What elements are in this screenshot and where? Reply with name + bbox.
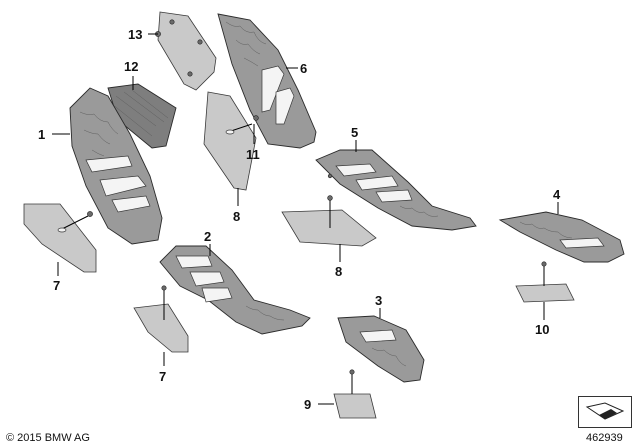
part-9-plate[interactable]	[333, 369, 377, 419]
part-10-plate[interactable]	[515, 261, 575, 303]
part-13-plate[interactable]	[155, 11, 217, 91]
callout-10: 10	[535, 322, 549, 337]
callout-7-lower: 7	[159, 369, 166, 384]
callout-6: 6	[300, 61, 307, 76]
callout-4: 4	[553, 187, 561, 202]
part-1-footboard[interactable]	[69, 87, 163, 245]
part-7-plate-lower[interactable]	[133, 285, 189, 353]
part-2-step-board[interactable]	[159, 245, 311, 335]
part-7-plate-left[interactable]	[23, 203, 97, 273]
copyright-text: © 2015 BMW AG	[6, 432, 90, 444]
callout-labels: 1 2 3 4 5 6 7 7 8 8 9 10 11 12 13	[38, 27, 561, 412]
callout-3: 3	[375, 293, 382, 308]
document-number: 462939	[586, 432, 623, 444]
part-11-bracket-plate[interactable]	[203, 91, 259, 191]
callout-11: 11	[246, 147, 260, 162]
part-8-plate-middle[interactable]	[281, 195, 377, 247]
leader-lines	[52, 33, 559, 405]
callout-8-upper: 8	[233, 209, 240, 224]
callout-2: 2	[204, 229, 211, 244]
callout-7-left: 7	[53, 278, 60, 293]
callout-1: 1	[38, 127, 45, 142]
callout-8-middle: 8	[335, 264, 342, 279]
part-6-footboard[interactable]	[217, 13, 317, 149]
part-5-step-board[interactable]	[315, 149, 477, 231]
part-4-step-board[interactable]	[498, 211, 625, 263]
callout-13: 13	[128, 27, 142, 42]
page-corner-arrow-icon[interactable]	[578, 396, 632, 428]
part-3-step-board[interactable]	[337, 315, 425, 383]
callout-5: 5	[351, 125, 358, 140]
callout-9: 9	[304, 397, 311, 412]
callout-12: 12	[124, 59, 138, 74]
